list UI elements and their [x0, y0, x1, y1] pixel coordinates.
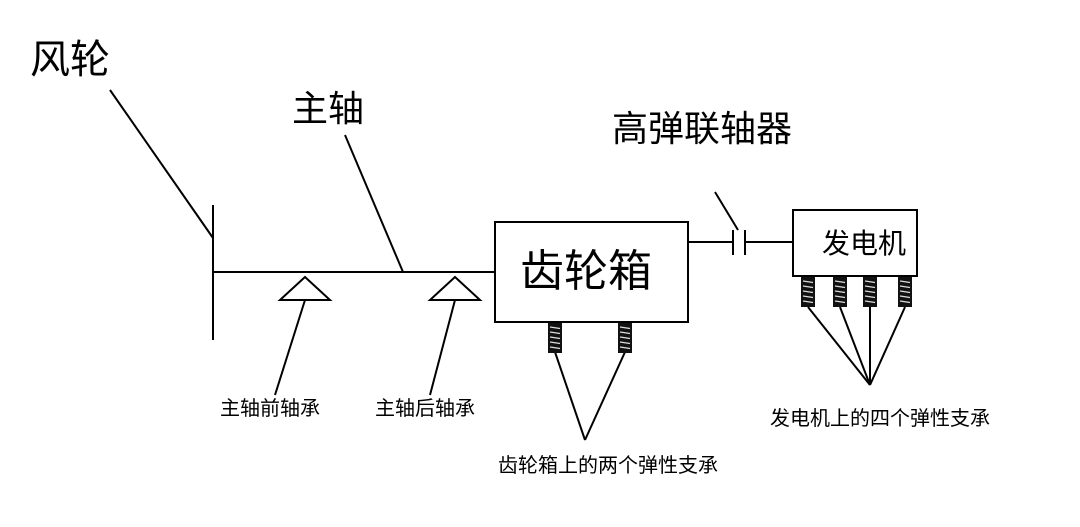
gearbox-box: [494, 221, 689, 323]
front-bearing-leader: [274, 299, 306, 396]
front-bearing: [277, 275, 333, 301]
gearbox-label: 齿轮箱: [520, 246, 652, 297]
generator-spring-support: [863, 277, 877, 307]
gearbox-spring-support: [618, 323, 632, 353]
rear-bearing-leader: [429, 299, 456, 396]
generator-supports-label: 发电机上的四个弹性支承: [770, 406, 990, 430]
generator-spring-support: [801, 277, 815, 307]
wind-wheel-label: 风轮: [30, 37, 110, 83]
gearbox-spring-support: [548, 323, 562, 353]
generator-spring-support: [898, 277, 912, 307]
main-shaft-leader: [344, 134, 404, 273]
generator-support-leader: [869, 306, 906, 386]
generator-spring-support: [833, 277, 847, 307]
coupling-label: 高弹联轴器: [612, 109, 793, 150]
gearbox-support-leader: [584, 351, 626, 441]
generator-label: 发电机: [822, 227, 907, 260]
generator-support-leader: [807, 306, 871, 386]
main-shaft-label: 主轴: [292, 89, 365, 130]
gearbox-supports-label: 齿轮箱上的两个弹性支承: [498, 453, 718, 477]
generator-box: [792, 209, 918, 277]
front-bearing-label: 主轴前轴承: [220, 396, 320, 420]
coupling-leader: [714, 191, 739, 231]
rear-bearing: [427, 275, 483, 301]
gearbox-support-leader: [554, 351, 586, 441]
generator-support-leader: [839, 306, 871, 386]
rear-bearing-label: 主轴后轴承: [375, 396, 475, 420]
wind-wheel-leader: [109, 89, 214, 239]
